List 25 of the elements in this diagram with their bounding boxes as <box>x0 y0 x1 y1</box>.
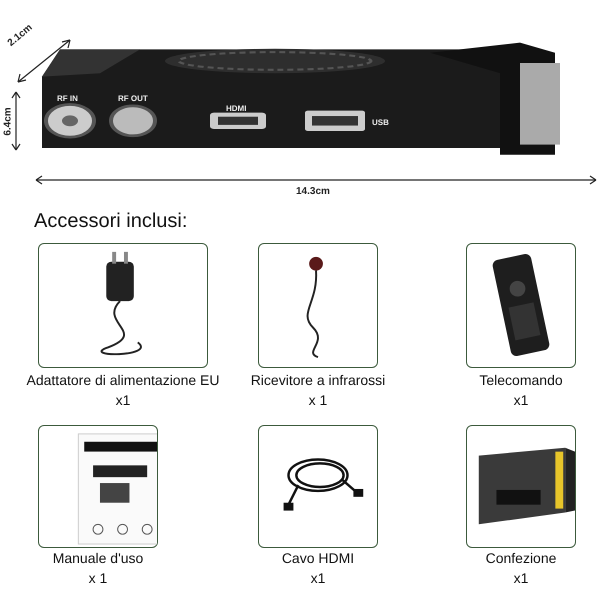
port-label: RF OUT <box>118 94 148 103</box>
quantity-label: x1 <box>116 392 130 408</box>
quantity-label: x1 <box>310 570 326 586</box>
port-label: RF IN <box>57 94 78 103</box>
quantity-label: x1 <box>514 392 528 408</box>
item-name: Confezione <box>486 550 556 566</box>
item-name: Cavo HDMI <box>282 550 354 566</box>
section-heading: Accessori inclusi: <box>34 210 188 233</box>
item-name: Adattatore di alimentazione EU <box>26 372 220 388</box>
item-card <box>38 243 208 368</box>
item-name: Telecomando <box>479 372 563 388</box>
quantity-label: x 1 <box>308 392 328 408</box>
port-label: USB <box>372 118 389 127</box>
dimension-label: 6.4cm <box>2 107 14 136</box>
item-card <box>466 243 576 368</box>
item-card <box>258 425 378 548</box>
item-card <box>38 425 158 548</box>
dimension-label: 14.3cm <box>296 186 330 197</box>
item-name: Manuale d'uso <box>52 550 144 566</box>
quantity-label: x 1 <box>88 570 108 586</box>
item-name: Ricevitore a infrarossi <box>250 372 386 388</box>
item-card <box>466 425 576 548</box>
port-label: HDMI <box>226 104 246 113</box>
item-card <box>258 243 378 368</box>
quantity-label: x1 <box>514 570 528 586</box>
